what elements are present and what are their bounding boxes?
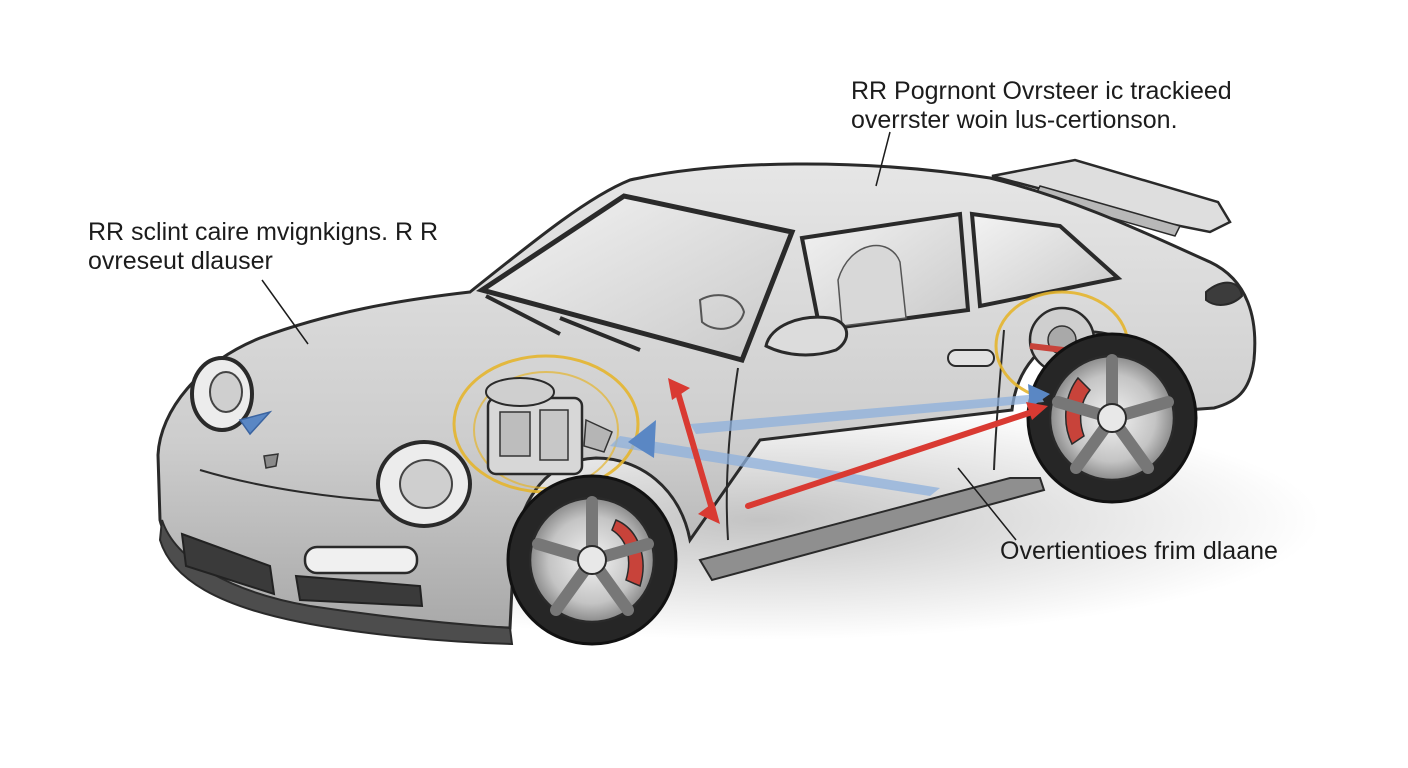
leader-line-front [261,279,309,345]
side-mirror [764,315,848,357]
front-intake-right [294,574,424,608]
wiper [485,294,561,336]
front-intake [180,532,276,596]
callout-side-line1: Overtientioes frim dlaane [1000,537,1278,565]
door-handle [947,349,995,367]
crest-icon [263,453,279,469]
headlight-left [190,356,254,432]
front-wheel [506,474,678,646]
pointer-triangle-icon [238,410,273,436]
red-force-arrows [668,378,1048,524]
steering-wheel [698,294,746,330]
leader-line-top [875,131,891,187]
windshield [476,193,796,363]
callout-top: RR Pogrnont Ovrsteer ic trackieed overrs… [851,77,1232,135]
seat [837,244,907,327]
side-window-rear [969,211,1123,309]
wiper [559,316,641,352]
callout-front-line1: RR sclint caire mvignkigns. R R [88,218,439,246]
leader-line-side [957,467,1017,541]
tail-light [1205,281,1244,306]
front-bumper [158,519,514,646]
callout-side: Overtientioes frim dlaane [1000,537,1278,566]
callout-front: RR sclint caire mvignkigns. R R ovreseut… [88,218,438,276]
callout-top-line1: RR Pogrnont Ovrsteer ic trackieed [851,77,1232,105]
headlight-right [376,440,472,528]
side-skirt [698,477,1046,582]
door-line [725,367,739,541]
callout-front-line2: ovreseut dlauser [88,247,273,275]
fog-light [303,545,419,575]
rear-wheel [1026,332,1198,504]
callout-top-line2: overrster woin lus-certionson. [851,106,1178,134]
